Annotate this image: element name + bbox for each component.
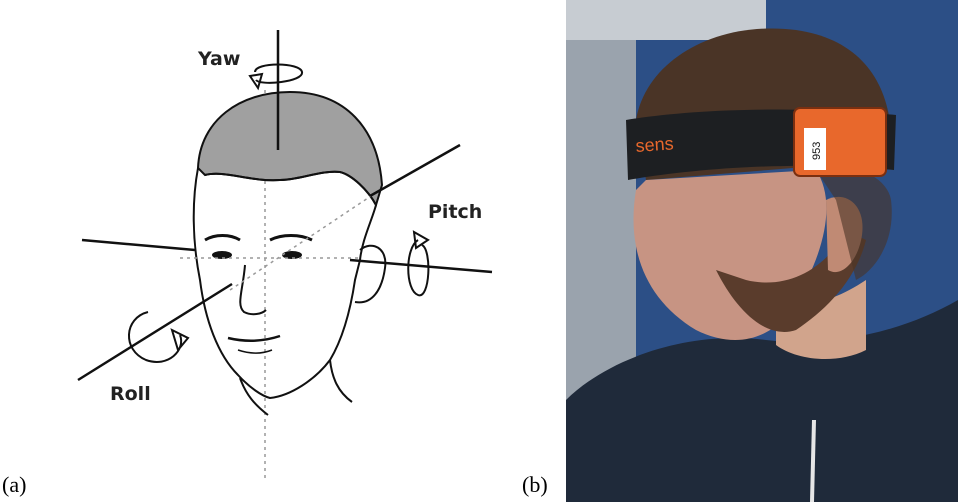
ear-outline [355, 246, 385, 303]
pitch-label: Pitch [428, 201, 482, 223]
hair-shape [198, 92, 382, 205]
mouth [228, 336, 280, 341]
pitch-axis-line-left [82, 240, 195, 250]
roll-rotation-arrow-icon [129, 312, 188, 362]
nose [240, 265, 266, 314]
panel-a-label: (a) [2, 472, 26, 498]
jacket-zipper-string [812, 420, 814, 502]
head-rotation-diagram: Yaw Pitch Roll [0, 0, 520, 480]
left-eyebrow [205, 236, 240, 241]
roll-axis-line-front [78, 284, 232, 380]
pitch-rotation-arrow-icon [408, 232, 428, 295]
headband-brand-text: sens [635, 133, 674, 156]
roll-axis-line-back [370, 145, 460, 196]
sensor-id-text: 953 [811, 142, 823, 160]
lower-lip [238, 350, 272, 353]
yaw-rotation-arrow-icon [250, 65, 302, 89]
panel-b-label: (b) [522, 472, 548, 498]
pitch-axis-line-right [350, 260, 492, 272]
diagonal-reference-dotted [230, 190, 380, 290]
yaw-label: Yaw [197, 48, 240, 70]
subject-headband-photo: sens 953 [566, 0, 958, 502]
neck-outline [240, 360, 352, 415]
roll-label: Roll [110, 383, 151, 405]
face-outline [194, 168, 376, 398]
